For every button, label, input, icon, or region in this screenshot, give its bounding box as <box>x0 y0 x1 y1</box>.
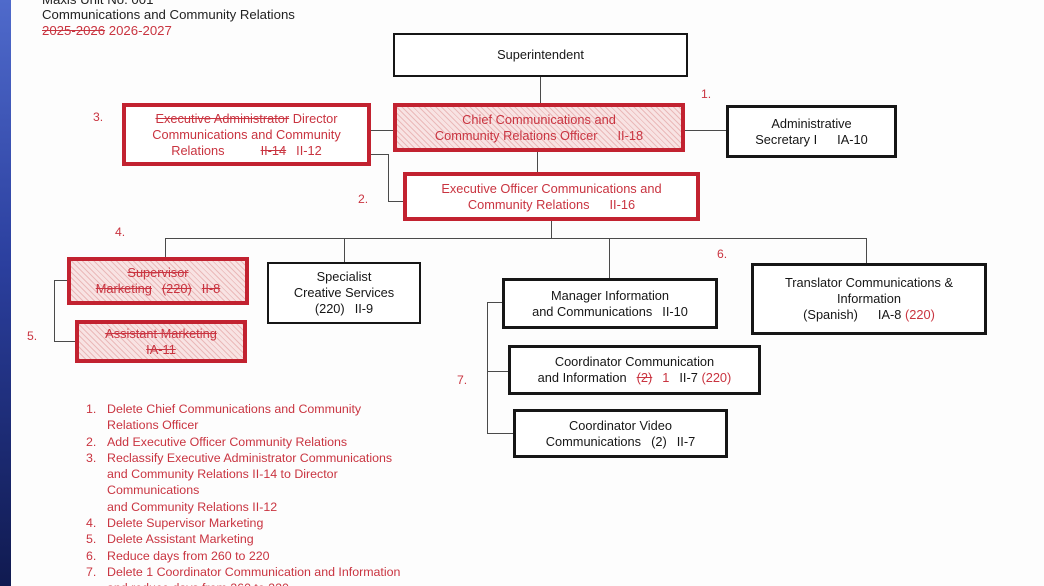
note-item: 6. Reduce days from 260 to 220 <box>86 548 516 564</box>
header-unit-line: Maxis Unit No. 001 <box>42 0 153 7</box>
note-text: Delete Supervisor Marketing <box>107 516 264 531</box>
box-executive-officer: Executive Officer Communications and Com… <box>403 172 700 221</box>
box-supervisor-marketing: Supervisor Marketing(220)II-8 <box>67 257 249 305</box>
note-text: Delete 1 Coordinator Communication and I… <box>107 564 401 586</box>
connector-line <box>540 77 541 103</box>
note-text: Add Executive Officer Community Relation… <box>107 434 348 449</box>
annotation-3: 3. <box>93 110 104 124</box>
connector-line <box>344 238 345 262</box>
box-executive-administrator-director: Executive Administrator Director Communi… <box>122 103 371 166</box>
box-superintendent: Superintendent <box>393 33 688 77</box>
connector-line <box>685 130 726 131</box>
box-label: Specialist <box>316 269 372 284</box>
annotation-1: 1. <box>701 87 712 101</box>
header-year-line: 2025-2026 2026-2027 <box>42 23 172 38</box>
box-label: Administrative <box>771 115 852 131</box>
connector-line <box>537 152 538 172</box>
note-item: 4. Delete Supervisor Marketing <box>86 515 516 531</box>
note-number: 2. <box>86 434 97 449</box>
note-number: 1. <box>86 402 97 416</box>
connector-line <box>609 238 610 278</box>
note-number: 7. <box>86 564 97 579</box>
box-label: IA-11 <box>146 341 176 357</box>
box-label: (Spanish)IA-8 (220) <box>803 307 935 322</box>
box-label: (220)II-9 <box>314 301 374 316</box>
connector-line <box>165 238 166 257</box>
annotation-2: 2. <box>358 192 369 206</box>
note-item: 3. Reclassify Executive Administrator Co… <box>86 450 516 515</box>
note-text: Delete Assistant Marketing <box>107 532 254 547</box>
box-coordinator-communication: Coordinator Communication and Informatio… <box>508 345 761 395</box>
blue-edge-strip <box>0 0 11 586</box>
note-number: 3. <box>86 450 97 465</box>
note-number: 4. <box>86 516 97 531</box>
note-item: 2. Add Executive Officer Community Relat… <box>86 434 516 450</box>
box-label: Executive Officer Communications and <box>441 180 662 196</box>
connector-line <box>388 154 389 202</box>
box-label: Marketing(220)II-8 <box>95 281 221 296</box>
connector-line <box>165 238 866 239</box>
box-label: Communications and Community <box>152 126 341 142</box>
connector-line <box>487 433 513 434</box>
note-item: 1. Delete Chief Communications and Commu… <box>86 401 516 434</box>
box-label: Assistant Marketing <box>105 325 217 341</box>
year-new: 2026-2027 <box>108 23 172 38</box>
box-coordinator-video: Coordinator Video Communications(2)II-7 <box>513 409 728 458</box>
box-label: Executive Administrator Director <box>155 110 338 126</box>
box-specialist-creative-services: Specialist Creative Services (220)II-9 <box>267 262 421 324</box>
box-label: Chief Communications and <box>462 111 616 127</box>
change-notes-list: 1. Delete Chief Communications and Commu… <box>86 401 516 586</box>
annotation-7: 7. <box>457 373 468 387</box>
box-label: Creative Services <box>293 285 395 300</box>
connector-line <box>54 280 67 281</box>
connector-line <box>487 302 488 434</box>
connector-line <box>487 302 502 303</box>
connector-line <box>54 280 55 342</box>
box-chief-communications-officer: Chief Communications and Community Relat… <box>393 103 685 152</box>
year-old: 2025-2026 <box>42 23 106 38</box>
connector-line <box>866 238 867 263</box>
connector-line <box>551 221 552 238</box>
annotation-6: 6. <box>717 247 728 261</box>
box-assistant-marketing: Assistant Marketing IA-11 <box>75 320 247 363</box>
annotation-4: 4. <box>115 225 126 239</box>
note-item: 5. Delete Assistant Marketing <box>86 531 516 547</box>
note-text: Reduce days from 260 to 220 <box>107 548 270 563</box>
header-department-title: Communications and Community Relations <box>42 7 295 22</box>
note-number: 5. <box>86 532 97 547</box>
box-translator: Translator Communications & Information … <box>751 263 987 335</box>
note-item: 7. Delete 1 Coordinator Communication an… <box>86 564 516 586</box>
note-text: Reclassify Executive Administrator Commu… <box>107 450 393 514</box>
note-text: Delete Chief Communications and Communit… <box>107 402 362 433</box>
box-label: Translator Communications & <box>784 275 954 290</box>
box-label: Coordinator Video <box>569 417 672 433</box>
annotation-5: 5. <box>27 329 38 343</box>
box-label: Manager Information <box>550 287 670 303</box>
connector-line <box>487 371 508 372</box>
box-label: Communications(2)II-7 <box>545 433 696 449</box>
box-label: Information <box>836 291 902 306</box>
box-label: Superintendent <box>497 47 584 62</box>
note-number: 6. <box>86 548 97 563</box>
box-label: Supervisor <box>127 265 189 280</box>
connector-line <box>371 154 388 155</box>
connector-line <box>54 341 75 342</box>
connector-line <box>388 201 403 202</box>
connector-line <box>371 130 393 131</box>
box-label: Coordinator Communication <box>554 354 715 369</box>
